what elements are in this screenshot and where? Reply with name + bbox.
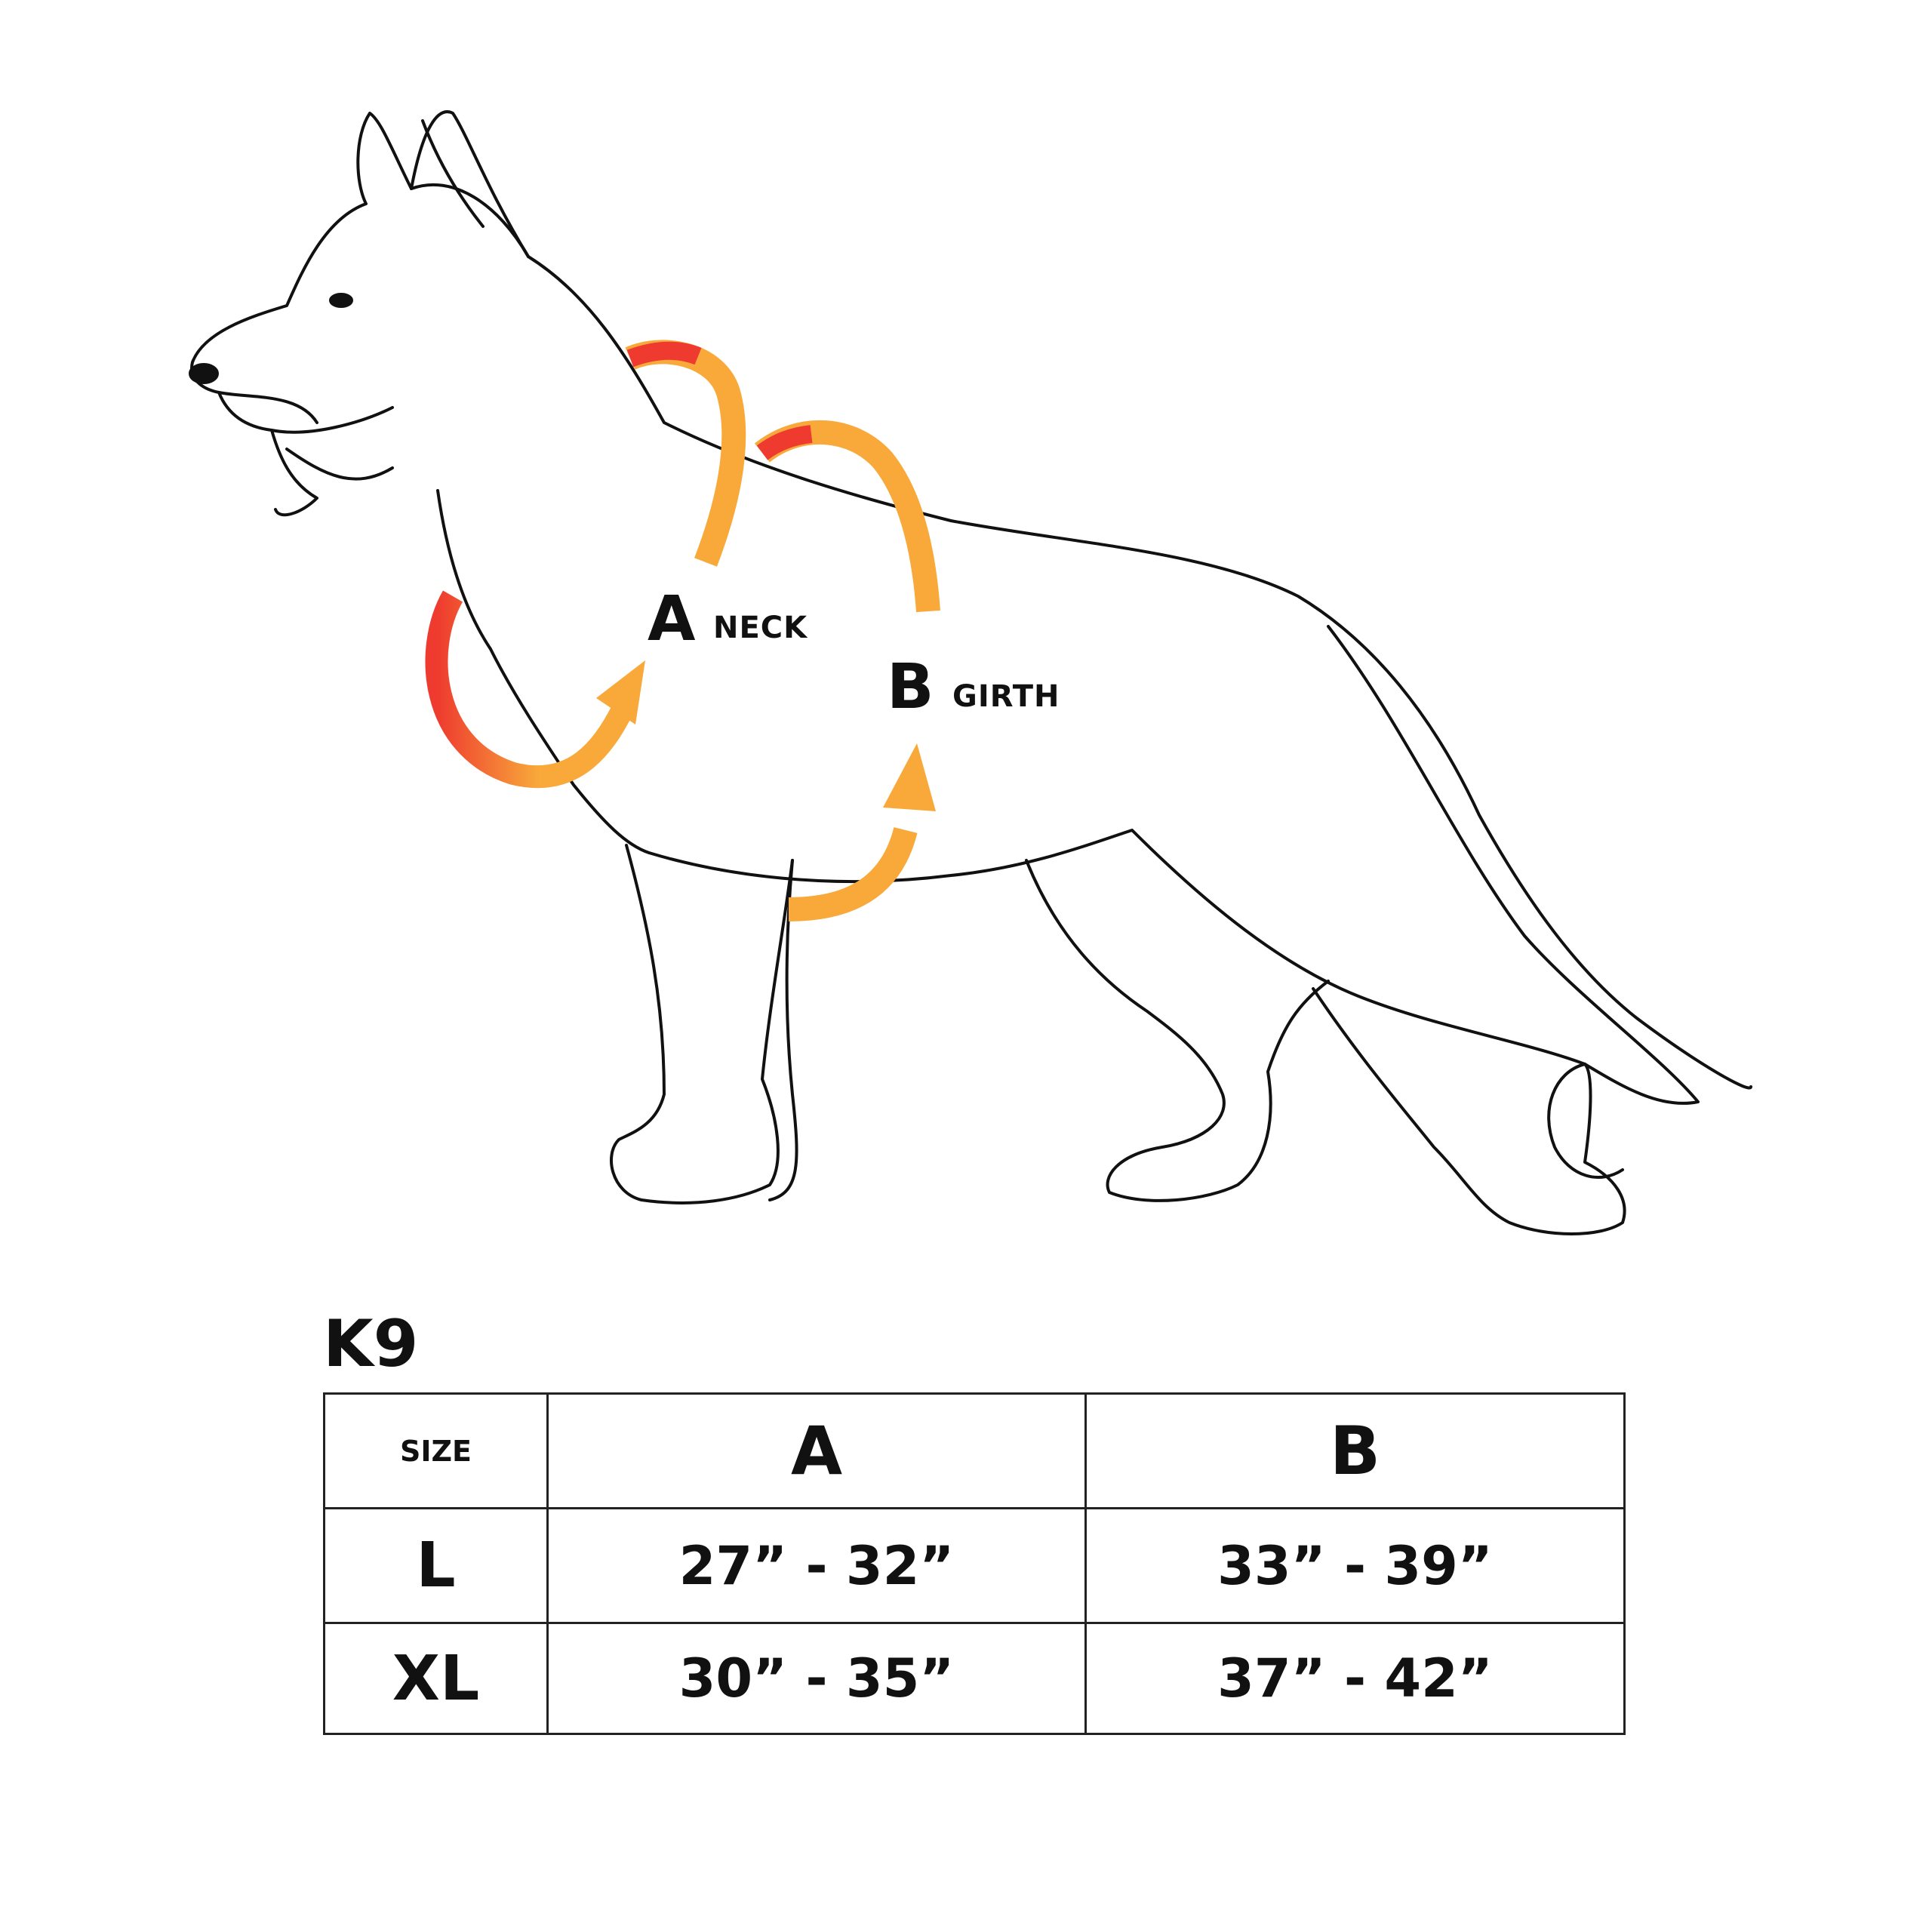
header-b: B — [1084, 1392, 1626, 1509]
neck-label: NECK — [713, 611, 808, 645]
size-chart-title: K9 — [323, 1306, 419, 1382]
girth-arrow-icon — [755, 420, 940, 921]
neck-arrow-icon — [425, 340, 746, 789]
table-row: XL 30” - 35” 37” - 42” — [323, 1622, 1626, 1735]
cell-a-value: 30” - 35” — [546, 1622, 1087, 1735]
size-table: SIZE A B L 27” - 32” 33” - 39” XL 30” - … — [323, 1392, 1626, 1735]
cell-b-value: 37” - 42” — [1084, 1622, 1626, 1735]
row-size-label: XL — [323, 1622, 549, 1735]
cell-b-value: 33” - 39” — [1084, 1507, 1626, 1624]
table-row: L 27” - 32” 33” - 39” — [323, 1507, 1626, 1624]
header-size: SIZE — [323, 1392, 549, 1509]
header-a: A — [546, 1392, 1087, 1509]
row-size-label: L — [323, 1507, 549, 1624]
girth-label: GIRTH — [952, 679, 1060, 714]
cell-a-value: 27” - 32” — [546, 1507, 1087, 1624]
dog-outline — [189, 110, 1752, 1235]
a-letter-label: A — [648, 583, 696, 655]
table-header-row: SIZE A B — [323, 1392, 1626, 1509]
dog-illustration — [189, 110, 1752, 1235]
b-letter-label: B — [887, 651, 934, 723]
